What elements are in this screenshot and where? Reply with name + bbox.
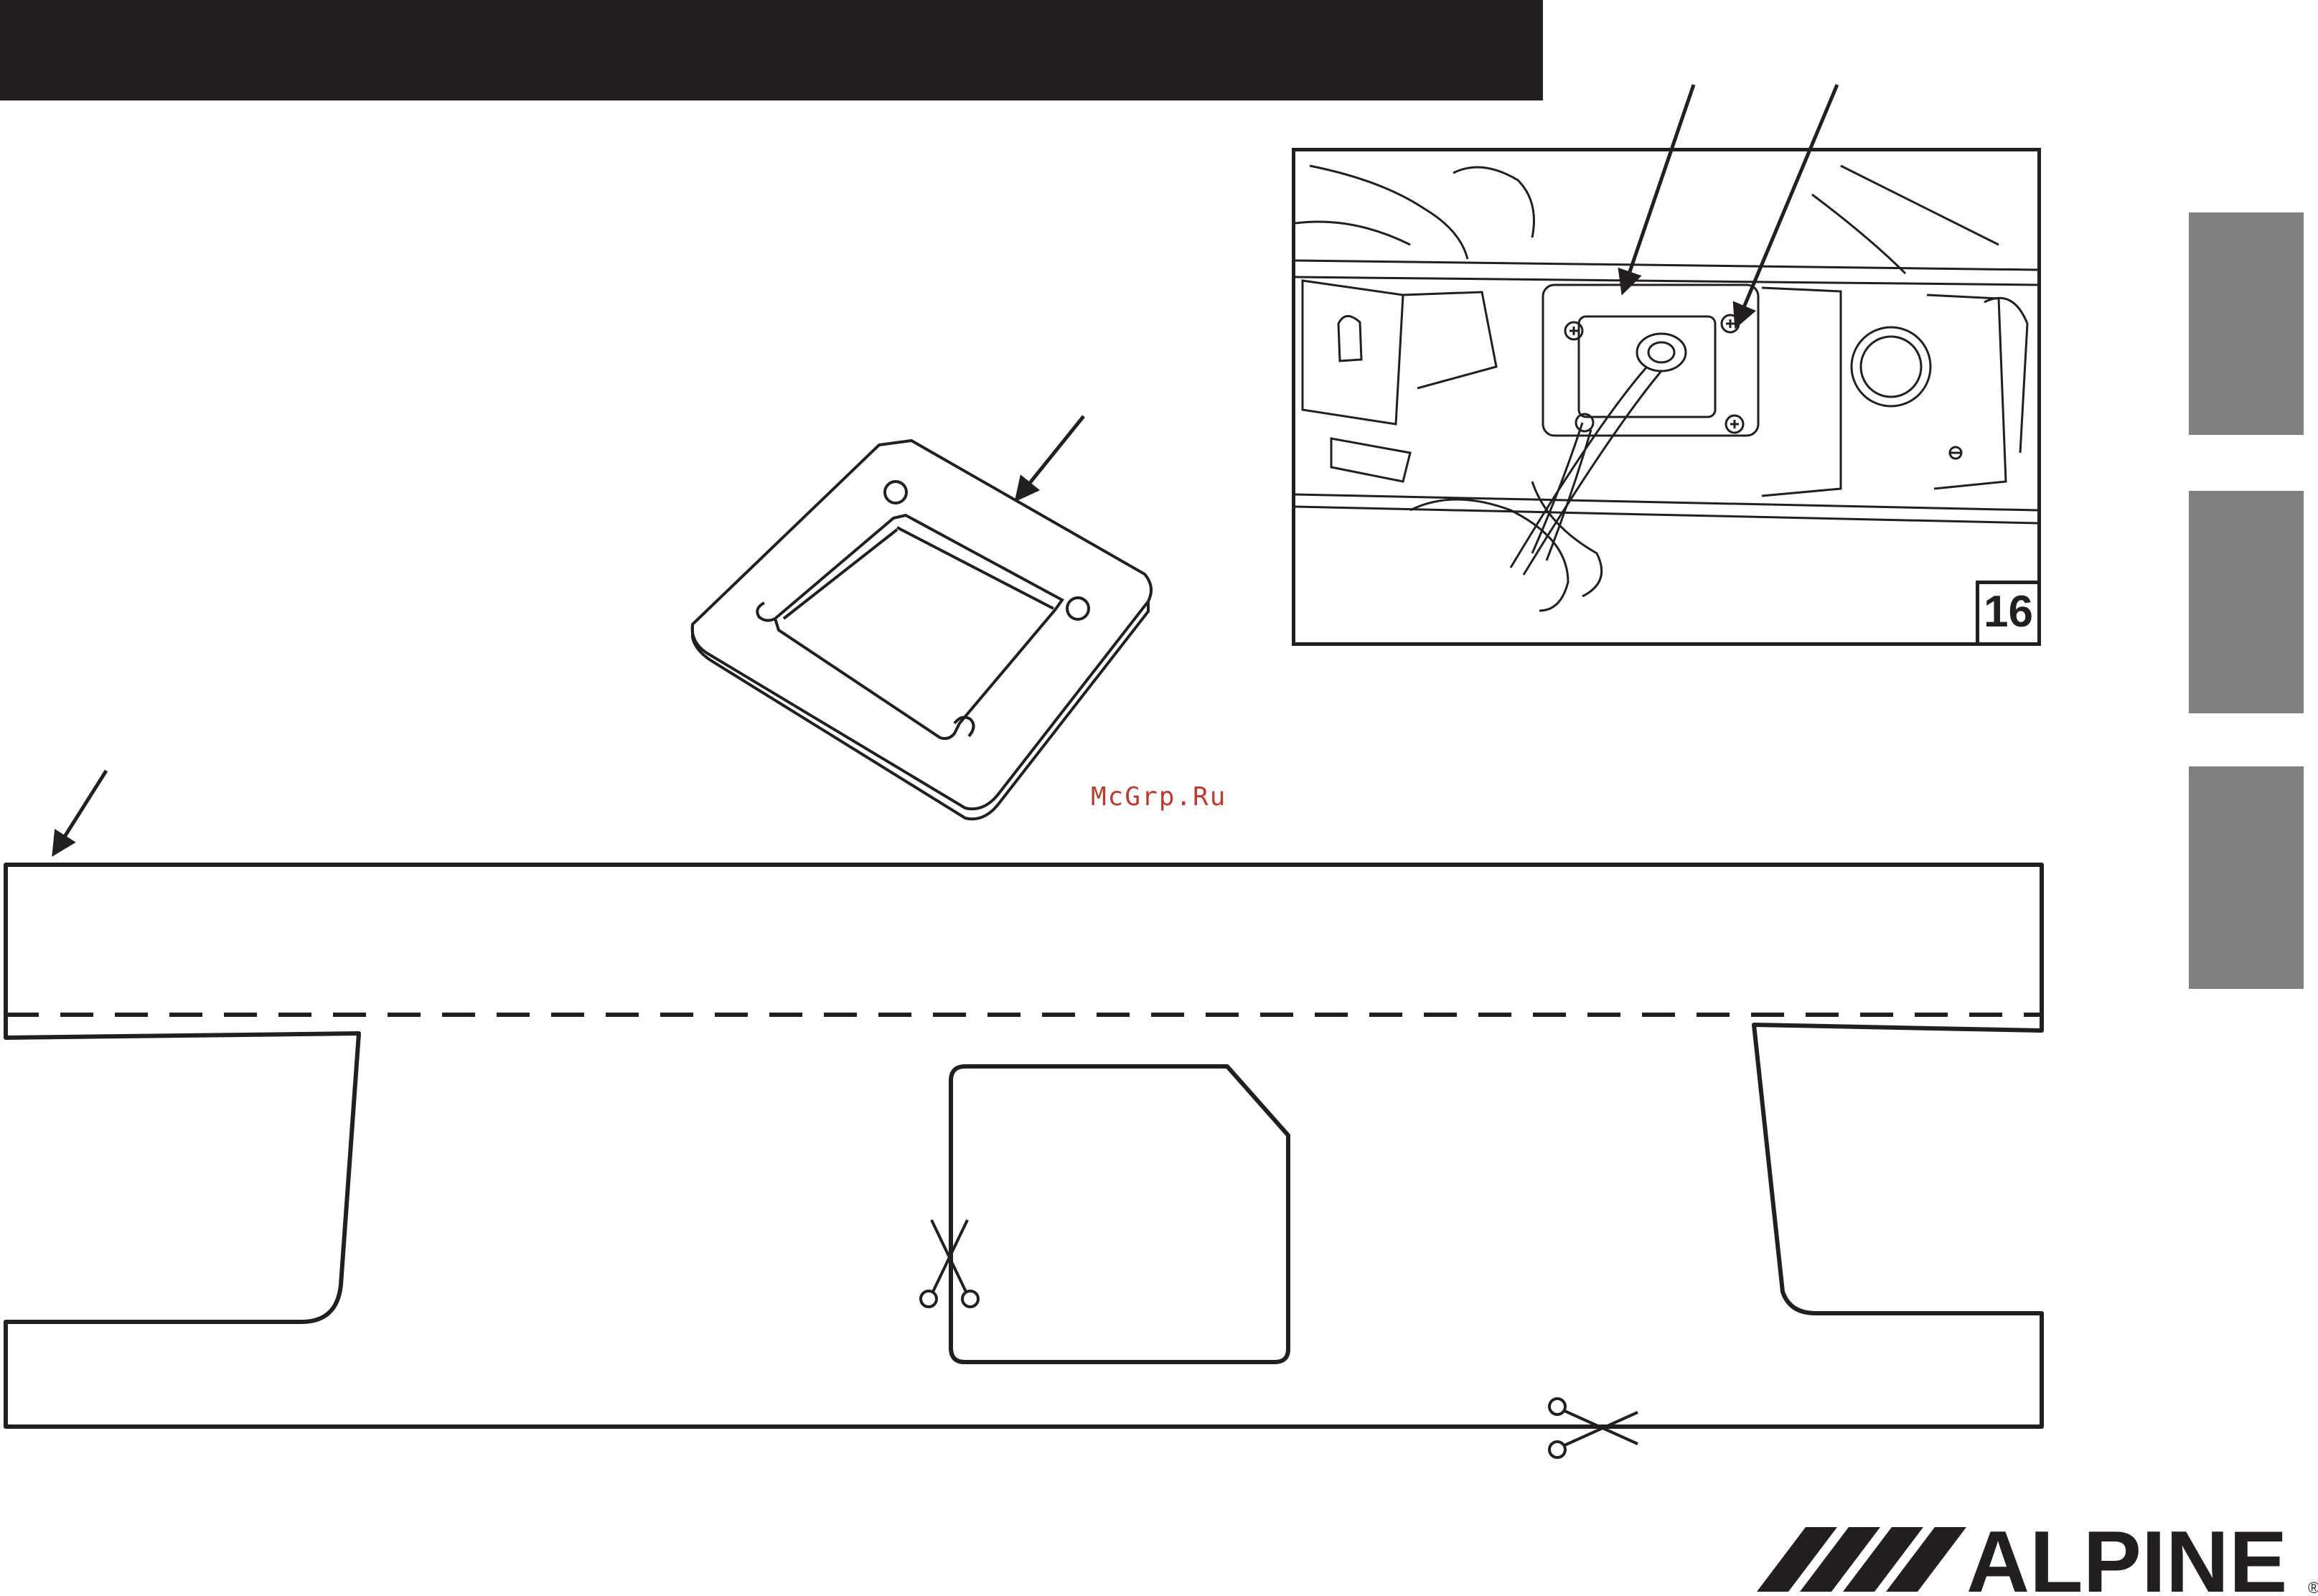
- gasket-illustration: [693, 441, 1151, 819]
- camera-cutout-window: [951, 1066, 1288, 1362]
- pointer-arrow-gasket: [1018, 416, 1084, 498]
- watermark: McGrp.Ru: [1091, 782, 1226, 812]
- pointer-arrow-template: [55, 771, 106, 853]
- brand-name: ALPINE: [1966, 1513, 2287, 1596]
- pointer-arrow-plate: [1623, 85, 1694, 291]
- cutout-template: [6, 865, 2042, 1427]
- registered-mark: ®: [2308, 1579, 2318, 1596]
- pointer-arrow-screw: [1737, 85, 1837, 324]
- alpine-logo: ALPINE: [1757, 1513, 2287, 1596]
